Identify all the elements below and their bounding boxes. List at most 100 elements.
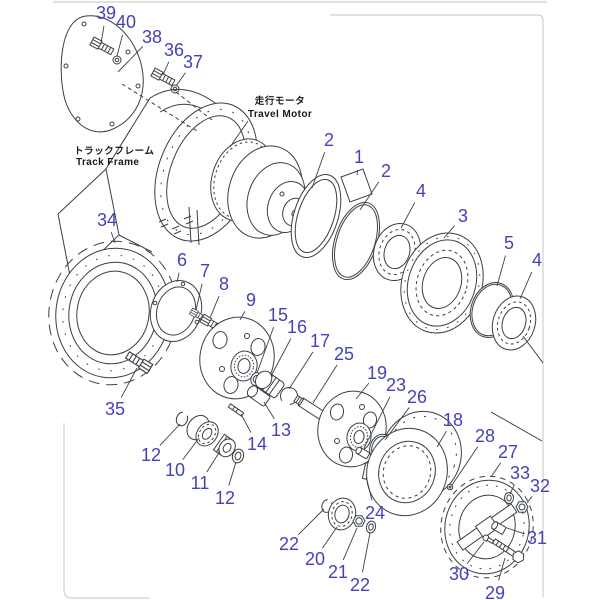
leader-line-9 [239,311,246,321]
part-nut-21 [352,515,366,527]
leader-line-17 [288,351,314,390]
leader-line-30 [466,541,485,565]
part-washer-40 [112,55,122,65]
page-border-lines [53,1,547,599]
leader-line-39 [100,25,105,45]
callout-8: 8 [219,274,229,294]
leader-line-27 [490,462,502,478]
leader-line-5 [496,255,506,287]
part-o-ring-33 [504,492,514,504]
callout-4: 4 [416,181,426,201]
leader-line-38 [117,46,144,73]
leader-line-14 [240,413,252,433]
leader-line-35 [120,367,138,398]
travel-motor-label-en: Travel Motor [248,109,312,120]
leader-line-31 [506,527,525,535]
leader-line-22 [297,508,325,536]
text-labels: 走行モータ Travel Motor トラックフレーム Track Frame [74,95,312,168]
callout-31: 31 [527,528,547,548]
leader-line-11 [206,450,221,473]
callout-39: 39 [96,3,116,23]
part-pin-28 [446,483,454,491]
callout-2: 2 [381,161,391,181]
callout-7: 7 [200,261,210,281]
leader-line-34 [110,232,116,244]
diagram-line-art [48,15,544,579]
callout-2: 2 [324,130,334,150]
callout-1: 1 [354,147,364,167]
part-ring-2b [332,201,380,281]
leader-line-3 [443,225,455,239]
part-bolt-36 [150,67,176,88]
part-travel-motor [210,138,310,239]
leader-line-12 [159,423,181,446]
callout-9: 9 [246,290,256,310]
callout-32: 32 [530,476,550,496]
leader-line-20 [321,526,338,549]
part-bearing-4b [491,295,537,351]
callout-35: 35 [105,399,125,419]
leader-line-4 [400,202,416,229]
callout-34: 34 [97,210,117,230]
leader-line-28 [451,446,479,486]
leader-line-25 [312,364,338,404]
leader-line-6 [176,272,180,283]
part-bearing-20 [327,497,357,531]
callout-14: 14 [247,434,267,454]
callout-23: 23 [386,375,406,395]
callout-21: 21 [328,562,348,582]
callout-16: 16 [287,317,307,337]
part-snap-ring-17 [280,387,298,405]
part-ring-gear-18 [366,410,462,517]
leader-line-21 [342,527,358,561]
leader-line-16 [270,338,292,377]
part-washer-22b [365,520,377,534]
leader-line-36 [162,61,170,76]
part-pin-23 [355,446,370,459]
part-plug-32 [515,501,529,513]
callout-33: 33 [510,463,530,483]
leader-line-23 [363,396,391,449]
callout-40: 40 [116,12,136,32]
track-frame-label-jp: トラックフレーム [74,146,155,157]
part-cover-plate-38 [60,15,144,133]
travel-motor-label-jp: 走行モータ [254,95,306,107]
part-carrier-9 [199,316,275,400]
part-ring-12a [175,411,189,427]
callout-27: 27 [498,442,518,462]
part-ring-12b [231,448,245,464]
callout-20: 20 [305,549,325,569]
callout-22: 22 [350,575,370,595]
part-gear-11 [212,433,236,458]
leader-line-15 [256,327,274,374]
leader-line-13 [263,401,275,420]
callout-11: 11 [191,473,210,493]
callout-38: 38 [142,27,162,47]
leader-line-19 [355,382,370,400]
leader-line-1 [356,169,359,176]
leader-line-7 [195,283,203,311]
callout-18: 18 [443,410,463,430]
part-bearing-10 [186,414,219,447]
leader-line-10 [182,437,200,460]
leader-line-2 [311,152,326,189]
leader-line-12 [228,461,237,486]
callout-13: 13 [271,420,291,440]
part-sprocket-34 [48,240,178,386]
border-reference-lines [490,335,544,442]
callout-15: 15 [268,305,288,325]
leader-line-26 [384,407,410,441]
leader-line-33 [509,484,515,495]
travel-motor-leader-line [229,120,249,148]
callout-12: 12 [215,488,235,508]
callout-30: 30 [449,564,469,584]
part-pin-14 [227,403,245,417]
callout-6: 6 [177,250,187,270]
callout-4: 4 [532,250,542,270]
callout-24: 24 [365,503,385,523]
part-bolt-29 [491,538,527,565]
leader-line-40 [116,34,124,57]
leader-line-24 [366,479,373,501]
